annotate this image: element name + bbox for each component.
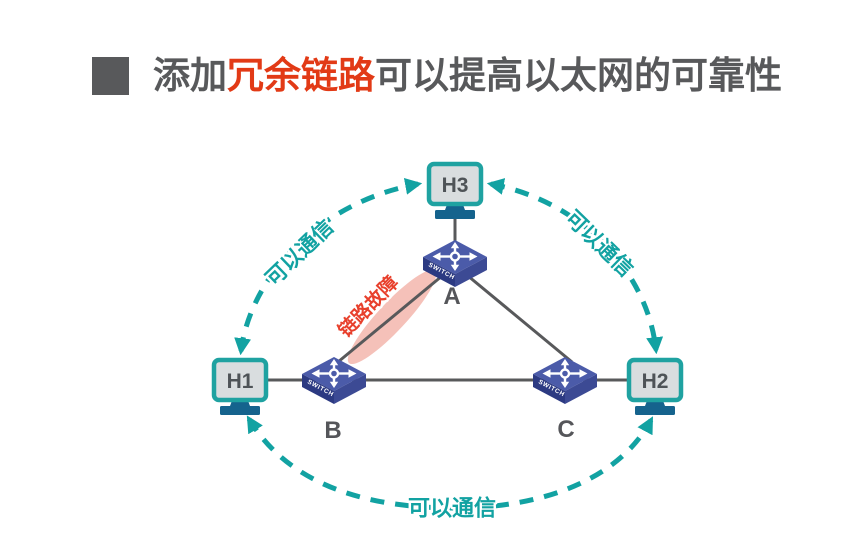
h3-label: H3 (442, 174, 469, 197)
h3-monitor-icon (426, 161, 484, 207)
slide-title-row: 添加冗余链路可以提高以太网的可靠性 (92, 54, 782, 98)
switch-a: SWITCH A (421, 238, 489, 310)
title-suffix: 可以提高以太网的可靠性 (375, 55, 782, 96)
link-a-c (461, 269, 573, 364)
switch-c: SWITCH C (531, 355, 599, 443)
comm-arc-h1-h3 (234, 177, 423, 356)
comm-arc-h3-h2 (486, 178, 664, 355)
comm-arc-h1-h2 (246, 415, 654, 511)
comm-label-top-right: 可以通信 (561, 206, 638, 282)
switch-c-label: C (557, 416, 574, 443)
comm-label-top-left: 可以通信 (261, 215, 338, 291)
h1-label: H1 (227, 370, 254, 393)
switch-b: SWITCH B (300, 355, 368, 444)
host-h1: H1 (211, 357, 269, 415)
h3-stand-base (435, 210, 475, 219)
h1-stand-base (220, 406, 260, 415)
comm-label-bottom: 可以通信 (408, 496, 496, 521)
title-bullet-square-icon (92, 57, 129, 95)
title-prefix: 添加 (153, 55, 227, 96)
h2-stand-base (635, 406, 675, 415)
title-highlight: 冗余链路 (227, 55, 375, 96)
switch-b-label: B (324, 417, 341, 444)
switch-a-label: A (443, 283, 460, 310)
h1-monitor-icon (211, 357, 269, 403)
h2-label: H2 (642, 370, 669, 393)
host-h3: H3 (426, 161, 484, 219)
h2-monitor-icon (626, 357, 684, 403)
page-title: 添加冗余链路可以提高以太网的可靠性 (153, 54, 782, 98)
host-h2: H2 (626, 357, 684, 415)
